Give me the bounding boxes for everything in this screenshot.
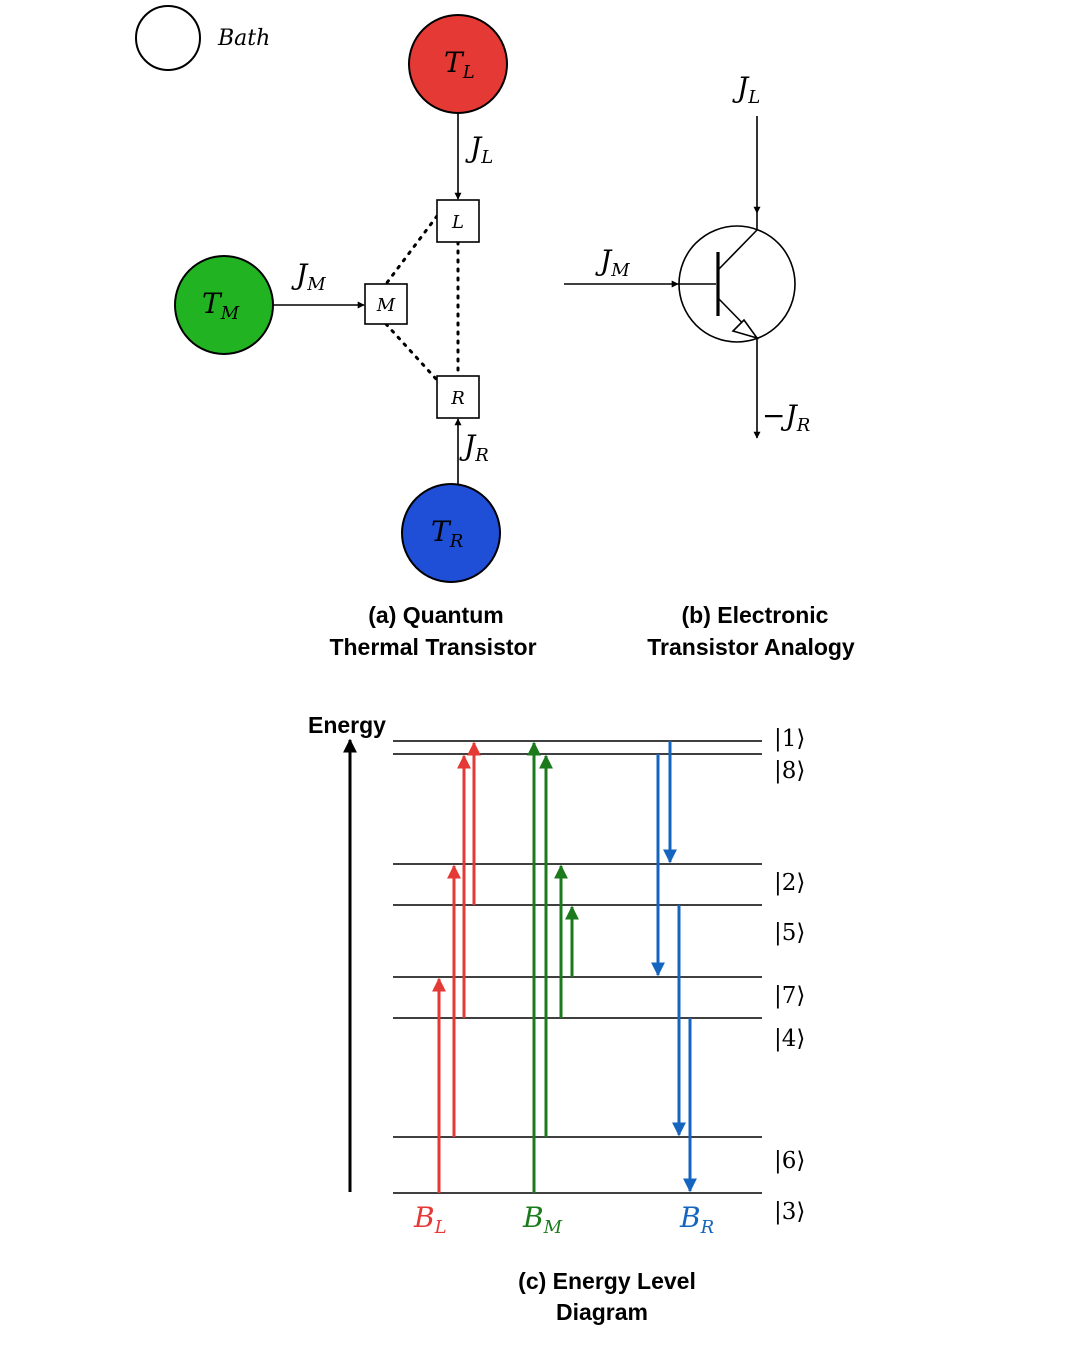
hot-bath-transitions: [432, 741, 481, 1193]
qubit-L-label: L: [451, 212, 464, 233]
cold-bath-label: TR: [431, 515, 463, 552]
ket-label: |1⟩: [774, 726, 805, 752]
collector-current-label: JL: [732, 71, 760, 108]
ket-label: |6⟩: [774, 1148, 805, 1174]
qubit-L-box: [436, 199, 480, 243]
current-M-label: JM: [291, 258, 326, 295]
emitter-current-label: −JR: [762, 399, 810, 436]
medium-bath-label: TM: [202, 287, 240, 324]
qubit-R-label: R: [450, 388, 465, 409]
ket-label: |7⟩: [774, 983, 805, 1009]
qubit-M-label: M: [376, 295, 396, 316]
bath-legend-label: Bath: [217, 26, 270, 51]
bath-L-label: BL: [413, 1201, 447, 1238]
caption-a-line1: (a) Quantum: [368, 602, 503, 628]
caption-a-line2: Thermal Transistor: [329, 634, 536, 660]
hot-bath-label: TL: [444, 46, 475, 83]
energy-levels: [393, 740, 762, 1194]
ket-labels: |1⟩ |8⟩ |2⟩ |5⟩ |7⟩ |4⟩ |6⟩ |3⟩: [774, 726, 805, 1225]
caption-c-line1: (c) Energy Level: [518, 1268, 696, 1294]
qubit-couplings: [384, 214, 460, 382]
bath-legend-circle: [135, 5, 201, 71]
caption-c-line2: Diagram: [556, 1299, 648, 1325]
bath-R-label: BR: [679, 1201, 714, 1238]
ket-label: |3⟩: [774, 1199, 805, 1225]
ket-label: |5⟩: [774, 920, 805, 946]
ket-label: |4⟩: [774, 1026, 805, 1052]
panel-c-energy-levels: Energy |1⟩ |8⟩ |2⟩ |5⟩ |7⟩ |4⟩ |6⟩ |3⟩: [308, 712, 805, 1325]
ket-label: |2⟩: [774, 870, 805, 896]
collector-lead: [717, 229, 758, 271]
current-R-label: JR: [459, 429, 489, 466]
bath-M-label: BM: [522, 1201, 563, 1238]
panel-a-thermal-transistor: Bath TL TM TR L M R JL JM JR (a) Quantum: [135, 5, 537, 660]
cold-bath-transitions: [651, 741, 697, 1193]
caption-b-line1: (b) Electronic: [682, 602, 829, 628]
current-L-label: JL: [465, 131, 493, 168]
medium-bath-transitions: [527, 741, 579, 1193]
base-current-label: JM: [595, 244, 630, 281]
qubit-M-box: [364, 283, 408, 325]
cold-bath-circle: [401, 483, 501, 583]
panel-b-transistor-analogy: JL JM −JR (b) Electronic Transistor Anal…: [564, 71, 855, 660]
caption-b-line2: Transistor Analogy: [647, 634, 855, 660]
emitter-arrowhead: [731, 318, 760, 340]
ket-label: |8⟩: [774, 758, 805, 784]
qubit-R-box: [436, 375, 480, 419]
energy-axis-label: Energy: [308, 712, 386, 738]
